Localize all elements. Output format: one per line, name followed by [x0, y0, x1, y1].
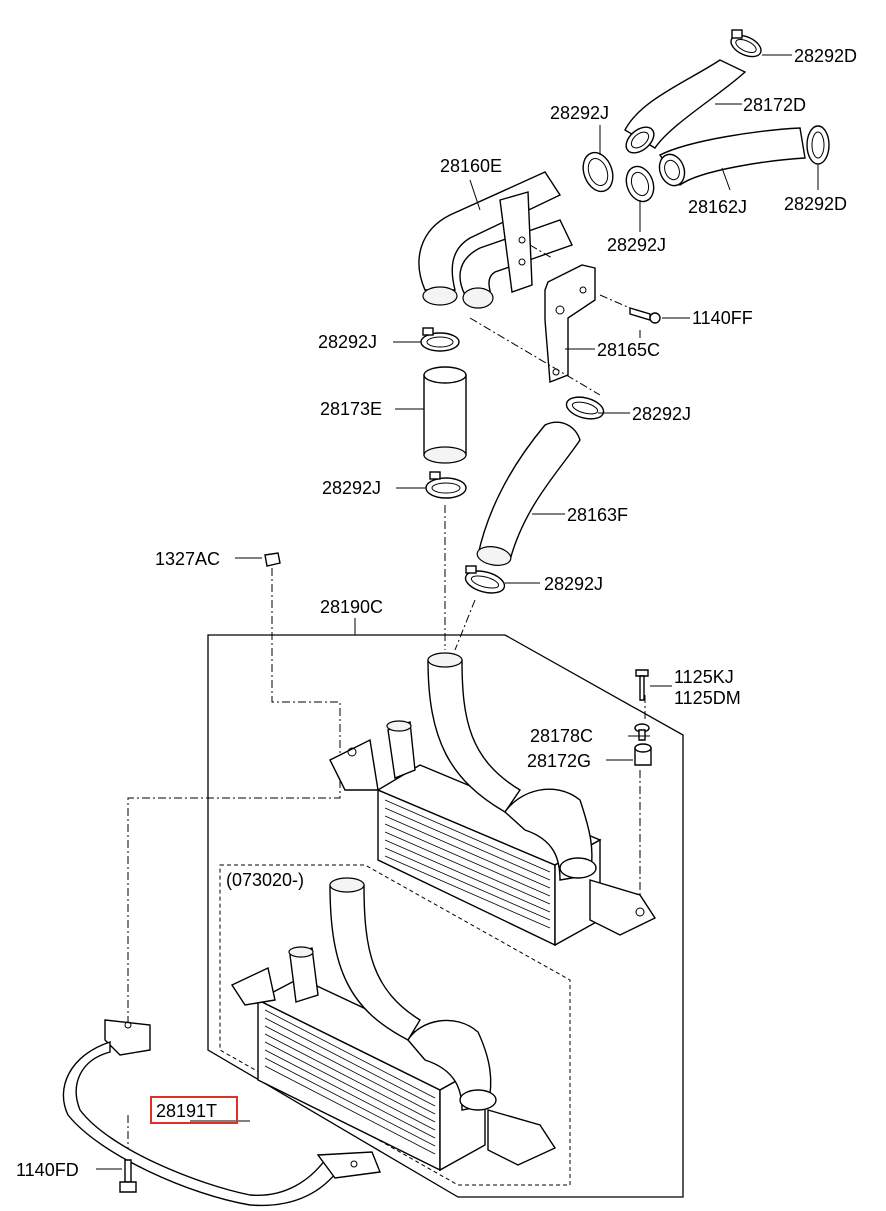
hose-28163f[interactable] — [476, 421, 581, 568]
label-28178c: 28178C — [530, 726, 593, 746]
label-28292d-right: 28292D — [784, 194, 847, 214]
hose-28162j[interactable] — [655, 127, 806, 189]
label-28292j-right-lower: 28292J — [544, 574, 603, 594]
label-28292j-right-upper: 28292J — [632, 404, 691, 424]
label-1140fd: 1140FD — [16, 1160, 79, 1180]
bolt-1125kj[interactable] — [635, 669, 649, 701]
highlight-box-28191t — [150, 1096, 238, 1124]
label-28172g: 28172G — [527, 751, 591, 771]
hose-28172d[interactable] — [621, 59, 747, 158]
pipe-28160e[interactable] — [418, 171, 573, 309]
label-28191t[interactable]: 28191T — [156, 1101, 217, 1121]
grommet-28172g[interactable] — [634, 743, 652, 766]
stay-28191t[interactable] — [62, 1019, 381, 1207]
label-28165c: 28165C — [597, 340, 660, 360]
clamp-28292j-top-b[interactable] — [622, 163, 659, 206]
label-1125kj: 1125KJ — [674, 667, 734, 687]
clamp-28292j-right-lower[interactable] — [463, 565, 507, 597]
nut-1327ac[interactable] — [264, 552, 281, 567]
bolt-1140ff[interactable] — [629, 307, 661, 324]
clamp-28292d-right[interactable] — [806, 125, 830, 165]
label-1125dm: 1125DM — [674, 688, 741, 708]
assembly-frame-28190c — [207, 634, 684, 1198]
label-1327ac: 1327AC — [155, 549, 220, 569]
label-073020: (073020-) — [226, 870, 304, 890]
label-1140ff: 1140FF — [692, 308, 753, 328]
clamp-28292d-top[interactable] — [728, 29, 765, 61]
label-28160e: 28160E — [440, 156, 502, 176]
bracket-28165c[interactable] — [544, 264, 596, 383]
bolt-1140fd[interactable] — [119, 1159, 137, 1193]
label-28292j-left-upper: 28292J — [318, 332, 377, 352]
label-28292j-top-a: 28292J — [550, 103, 609, 123]
clamp-28292j-top-a[interactable] — [578, 148, 618, 195]
intercooler-upper[interactable] — [329, 652, 657, 947]
label-28173e: 28173E — [320, 399, 382, 419]
label-28292d-top: 28292D — [794, 46, 857, 66]
label-28172d: 28172D — [743, 95, 806, 115]
label-28162j: 28162J — [688, 197, 747, 217]
clamp-28292j-left-upper[interactable] — [420, 327, 460, 352]
clamp-28292j-left-lower[interactable] — [425, 471, 467, 499]
hose-28173e[interactable] — [423, 366, 467, 464]
screw-28178c[interactable] — [634, 723, 650, 741]
clamp-28292j-right-upper[interactable] — [564, 393, 606, 422]
intercooler-lower[interactable] — [230, 877, 557, 1172]
label-28190c: 28190C — [320, 597, 383, 617]
label-28163f: 28163F — [567, 505, 628, 525]
label-28292j-left-lower: 28292J — [322, 478, 381, 498]
label-28292j-top-b: 28292J — [607, 235, 666, 255]
leader-lines — [96, 54, 819, 1170]
